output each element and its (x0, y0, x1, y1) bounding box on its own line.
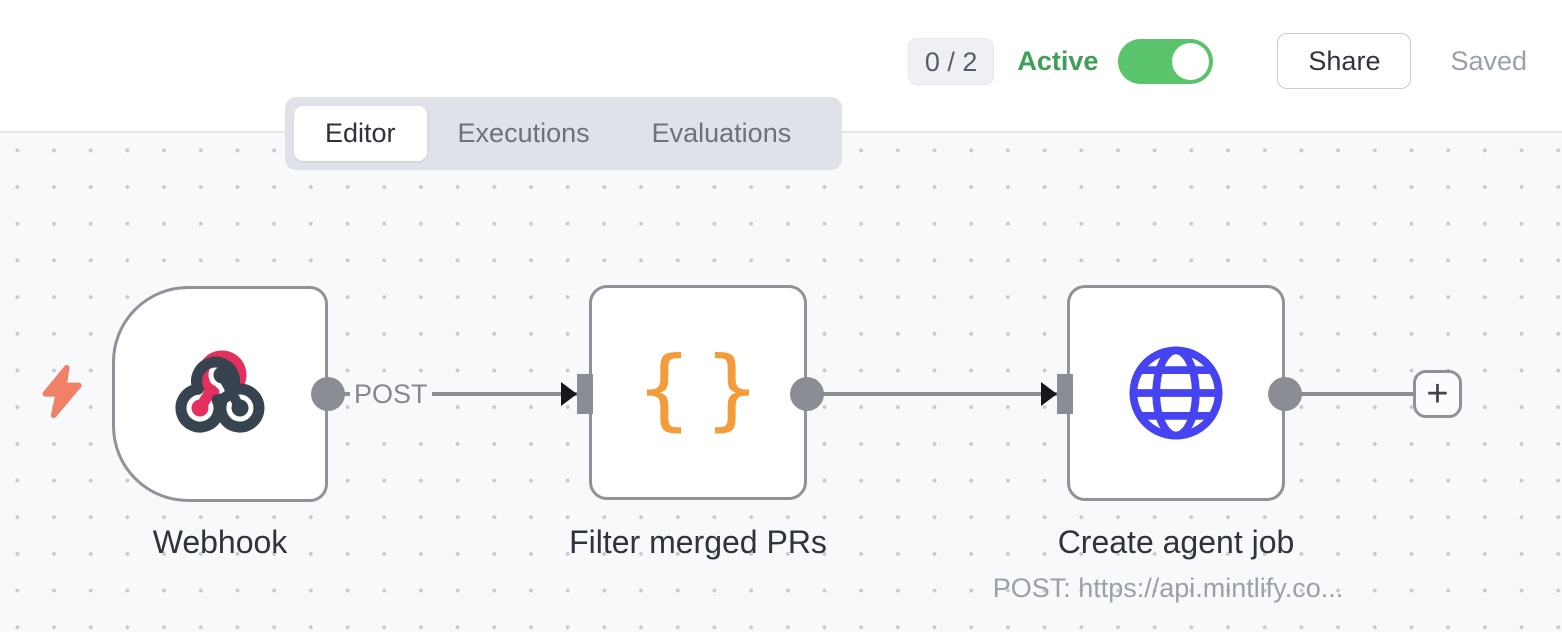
node-create-agent-job[interactable] (1067, 285, 1285, 501)
lightning-bolt-icon (42, 364, 82, 419)
header-controls: 0 / 2 Active Share Saved (907, 33, 1527, 89)
tab-executions[interactable]: Executions (457, 118, 590, 148)
share-button[interactable]: Share (1277, 33, 1412, 89)
connection-line[interactable] (807, 392, 1058, 396)
toggle-knob (1172, 42, 1210, 80)
connection-line[interactable] (1285, 392, 1415, 396)
globe-icon (1129, 346, 1223, 440)
braces-icon: {} (636, 336, 772, 440)
saved-status: Saved (1450, 45, 1527, 76)
node-label-http: Create agent job (1057, 524, 1295, 560)
input-endpoint-filter[interactable] (577, 374, 593, 414)
output-endpoint-webhook[interactable] (311, 377, 345, 411)
arrowhead-icon (1041, 382, 1057, 406)
input-endpoint-http[interactable] (1057, 374, 1073, 414)
issues-count-badge[interactable]: 0 / 2 (907, 37, 995, 85)
webhook-icon (175, 350, 265, 433)
node-filter-merged-prs[interactable]: {} (589, 285, 807, 500)
node-subtitle-http: POST: https://api.mintlify.co... (992, 573, 1344, 603)
active-label: Active (1017, 45, 1099, 76)
node-webhook[interactable] (112, 286, 328, 502)
view-tabs: Editor Executions Evaluations (285, 97, 842, 170)
workflow-canvas[interactable]: Webhook POST {} Filter merged PRs Creat (0, 131, 1562, 632)
output-endpoint-filter[interactable] (790, 377, 824, 411)
active-toggle[interactable] (1118, 38, 1214, 84)
tab-evaluations[interactable]: Evaluations (651, 118, 792, 148)
add-node-button[interactable]: + (1413, 370, 1462, 418)
tab-editor[interactable]: Editor (294, 106, 427, 161)
node-label-webhook: Webhook (152, 524, 288, 560)
output-endpoint-http[interactable] (1268, 377, 1302, 411)
arrowhead-icon (561, 382, 577, 406)
connection-label-post: POST (350, 379, 432, 410)
node-label-filter: Filter merged PRs (569, 524, 827, 560)
connection-line[interactable] (328, 392, 580, 396)
